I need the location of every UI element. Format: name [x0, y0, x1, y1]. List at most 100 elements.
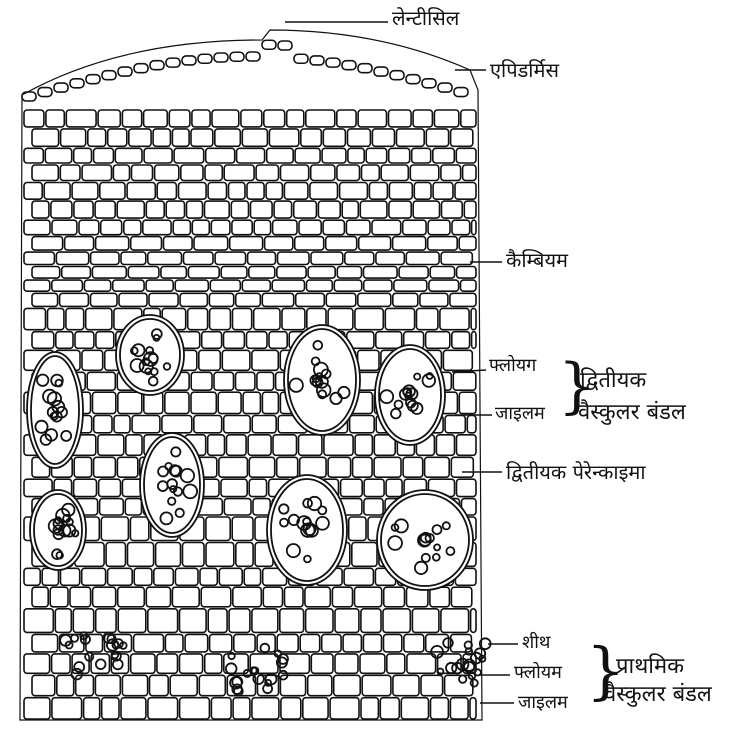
tissue-cell [348, 129, 371, 146]
tissue-cell [464, 201, 476, 218]
epidermis-cell [86, 75, 100, 84]
tissue-cell [94, 416, 112, 433]
tissue-cell [82, 165, 111, 181]
epidermis-cell [326, 58, 340, 67]
tissue-cell [248, 435, 271, 456]
tissue-cell [101, 517, 128, 541]
epidermis-cell [454, 88, 468, 97]
tissue-cell [341, 479, 363, 496]
tissue-cell [191, 129, 213, 146]
tissue-cell [55, 609, 71, 633]
tissue-cell [237, 148, 265, 163]
tissue-cell [48, 308, 64, 329]
tissue-cell [52, 220, 77, 235]
tissue-cell [234, 634, 255, 652]
tissue-cell [96, 609, 116, 633]
tissue-cell [211, 220, 230, 235]
tissue-cell [91, 252, 119, 264]
tissue-cell [266, 183, 282, 200]
tissue-cell [74, 457, 91, 477]
tissue-cell [214, 372, 234, 390]
tissue-cell [32, 587, 48, 607]
tissue-cell [300, 634, 320, 652]
tissue-cell [459, 237, 476, 251]
tissue-cell [384, 634, 402, 652]
tissue-cell [274, 201, 292, 218]
tissue-cell [74, 148, 92, 163]
tissue-cell [180, 609, 207, 633]
tissue-cell [249, 479, 266, 496]
secondary-vascular-bundle [140, 433, 204, 537]
tissue-cell [121, 252, 146, 264]
tissue-cell [61, 129, 86, 146]
epidermis-cell [294, 54, 308, 63]
tissue-cell [32, 129, 59, 146]
tissue-cell [252, 698, 279, 719]
tissue-cell [93, 587, 116, 607]
tissue-cell [335, 609, 359, 633]
tissue-cell [294, 201, 317, 218]
tissue-cell [389, 201, 411, 218]
label-lenticel: लेन्टीसिल [392, 8, 459, 28]
tissue-cell [200, 568, 217, 585]
tissue-cell [122, 675, 147, 695]
tissue-cell [278, 252, 310, 264]
tissue-cell [96, 237, 129, 251]
tissue-cell [175, 280, 208, 291]
tissue-cell [337, 267, 361, 279]
tissue-cell [364, 280, 392, 291]
tissue-cell [212, 110, 239, 127]
tissue-cell [233, 587, 261, 607]
tissue-cell [248, 252, 276, 264]
tissue-cell [74, 201, 93, 218]
tissue-cell [32, 237, 63, 251]
tissue-cell [280, 675, 305, 695]
tissue-cell [372, 129, 394, 146]
tissue-cell [148, 698, 178, 719]
tissue-cell [164, 237, 193, 251]
tissue-cell [144, 110, 168, 127]
tissue-cell [155, 165, 179, 181]
tissue-cell [209, 293, 233, 306]
tissue-cell [205, 165, 222, 181]
epidermis-cell [374, 67, 388, 76]
tissue-cell [129, 129, 151, 146]
tissue-cell [100, 499, 124, 515]
tissue-cell [387, 654, 405, 673]
tissue-cell [308, 267, 335, 279]
tissue-cell [173, 220, 190, 235]
tissue-cell [277, 457, 298, 477]
tissue-cell [430, 267, 454, 279]
tissue-cell [60, 293, 89, 306]
tissue-cell [219, 457, 248, 477]
tissue-cell [98, 435, 124, 456]
tissue-cell [323, 129, 345, 146]
tissue-cell [153, 129, 170, 146]
tissue-cell [355, 308, 383, 329]
tissue-cell [166, 201, 184, 218]
tissue-cell [117, 201, 144, 218]
tissue-cell [452, 332, 470, 349]
tissue-cell [472, 220, 476, 235]
epidermis-cell [118, 67, 132, 76]
tissue-cell [247, 332, 268, 349]
tissue-cell [426, 332, 450, 349]
tissue-cell [303, 698, 328, 719]
tissue-cell [150, 675, 169, 695]
tissue-cell [472, 332, 476, 349]
tissue-cell [301, 129, 322, 146]
tissue-cell [98, 110, 120, 127]
tissue-cell [222, 350, 250, 370]
tissue-cell [125, 499, 141, 515]
tissue-cell [205, 201, 230, 218]
tissue-cell [118, 587, 145, 607]
tissue-cell [229, 609, 250, 633]
tissue-cell [46, 110, 64, 127]
tissue-cell [410, 165, 439, 181]
tissue-cell [236, 372, 255, 390]
tissue-cell [96, 332, 114, 349]
tissue-cell [453, 372, 476, 390]
tissue-cell [243, 392, 260, 413]
label-cambium: कैम्बियम [506, 250, 568, 270]
tissue-cell [70, 587, 91, 607]
